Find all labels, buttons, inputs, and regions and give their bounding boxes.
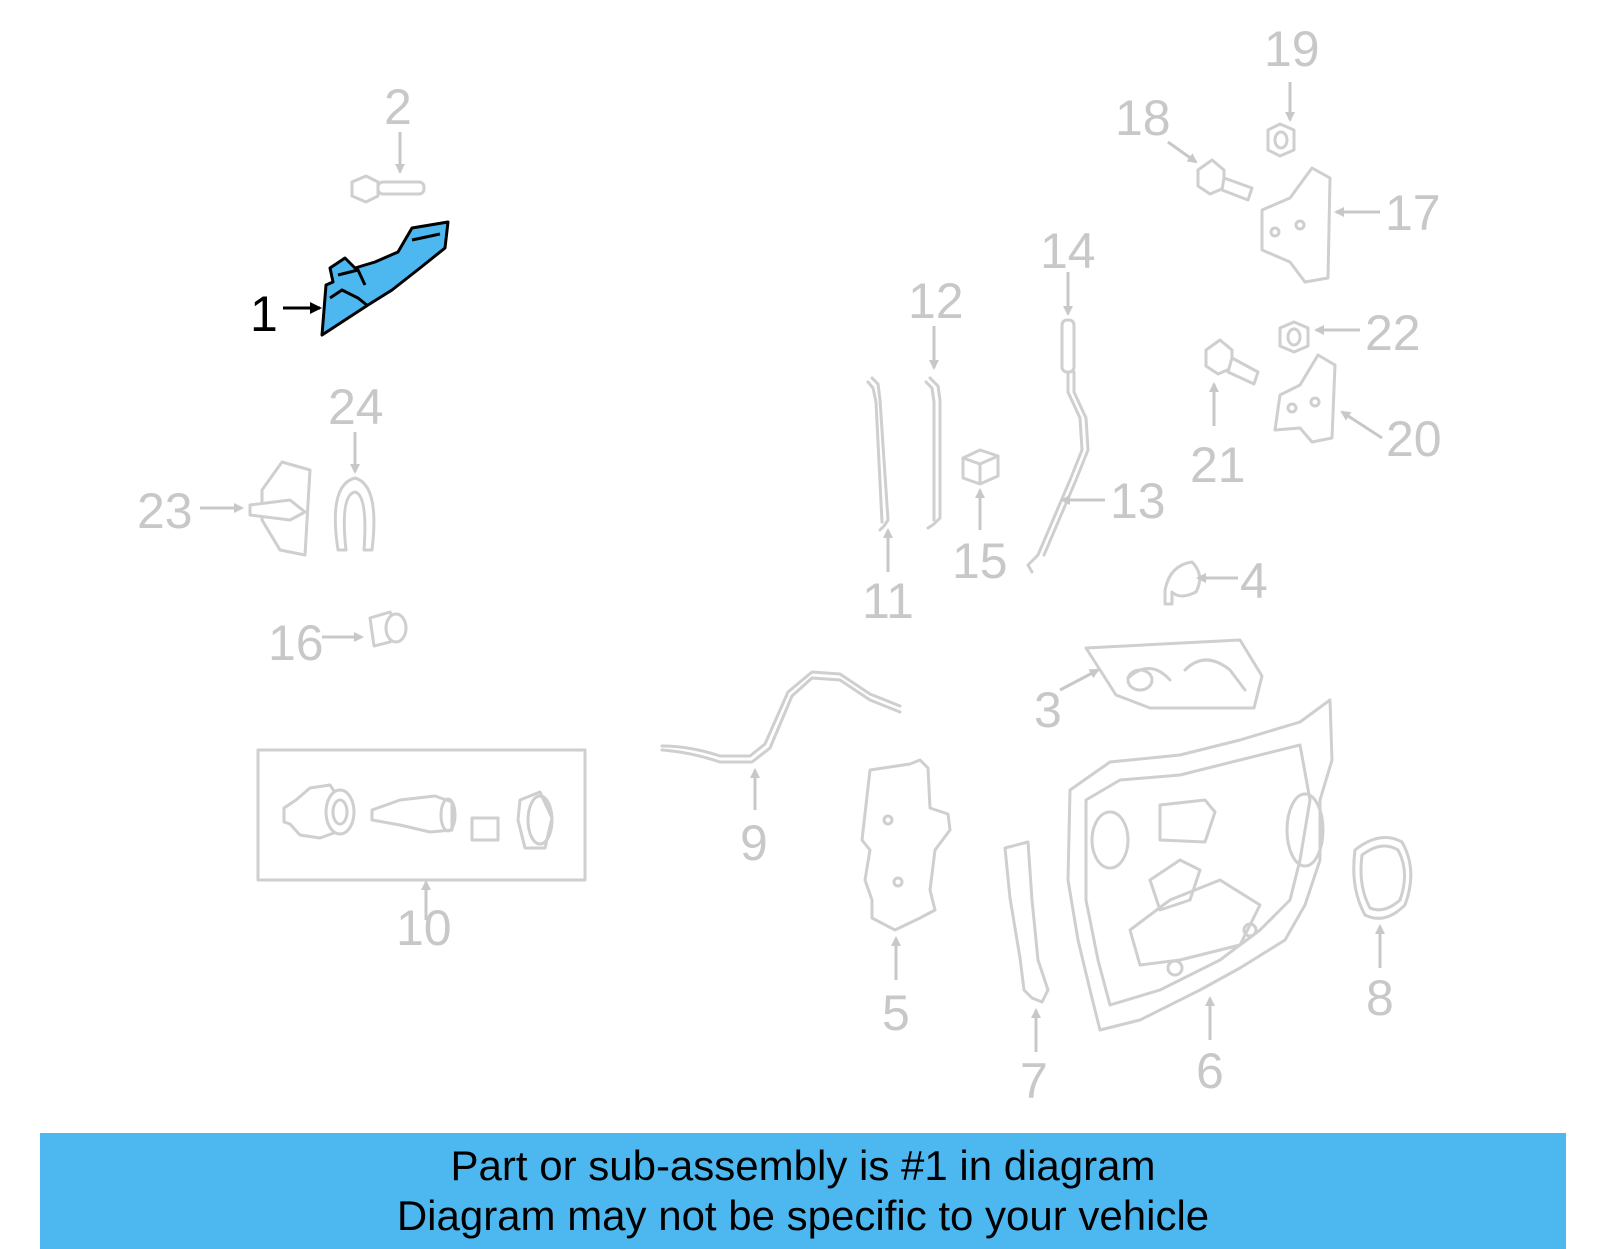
part-19-nut — [1266, 122, 1296, 158]
callout-20-label[interactable]: 20 — [1386, 411, 1442, 467]
callout-1-label[interactable]: 1 — [250, 286, 278, 342]
part-20-hinge — [1273, 353, 1337, 444]
part-10-lock-cylinder-kit — [256, 748, 587, 882]
part-12-rod — [924, 376, 942, 530]
callout-3-label[interactable]: 3 — [1034, 682, 1062, 738]
part-23-striker — [248, 460, 312, 557]
callout-18-arrow — [1167, 140, 1198, 164]
part-11-rod — [866, 376, 890, 532]
callout-11-label[interactable]: 11 — [862, 573, 914, 629]
callout-15-label[interactable]: 15 — [952, 533, 1008, 589]
callout-14-label[interactable]: 14 — [1040, 223, 1096, 279]
part-15-clip — [961, 448, 1000, 486]
callout-13-label[interactable]: 13 — [1110, 473, 1166, 529]
callout-10-label[interactable]: 10 — [396, 900, 452, 956]
part-8-cover — [1352, 836, 1413, 920]
callout-2-label[interactable]: 2 — [384, 79, 412, 135]
part-14-rod-end — [1060, 318, 1076, 374]
part-22-nut — [1278, 320, 1310, 354]
callout-3-arrow — [1059, 668, 1100, 692]
callout-22-label[interactable]: 22 — [1365, 305, 1421, 361]
part-24-clip — [333, 476, 376, 552]
callout-4-label[interactable]: 4 — [1240, 553, 1268, 609]
callout-9-label[interactable]: 9 — [740, 815, 768, 871]
part-2-bolt — [350, 174, 426, 204]
info-banner: Part or sub-assembly is #1 in diagram Di… — [40, 1133, 1566, 1249]
part-4-bumper — [1163, 560, 1202, 606]
part-9-cable — [660, 670, 902, 764]
part-1-door-handle[interactable] — [320, 220, 450, 337]
callout-21-label[interactable]: 21 — [1190, 437, 1246, 493]
callout-7-label[interactable]: 7 — [1020, 1053, 1048, 1109]
part-16-bumper — [368, 610, 408, 648]
callout-19-label[interactable]: 19 — [1264, 21, 1320, 77]
callout-6-label[interactable]: 6 — [1196, 1043, 1224, 1099]
banner-line-2: Diagram may not be specific to your vehi… — [396, 1192, 1210, 1239]
callout-18-label[interactable]: 18 — [1115, 90, 1171, 146]
callout-23-label[interactable]: 23 — [137, 483, 193, 539]
callout-20-arrow — [1340, 410, 1383, 440]
part-13-rod — [1026, 370, 1090, 574]
part-3-inside-handle — [1084, 638, 1264, 710]
part-6-door-panel — [1066, 698, 1334, 1032]
part-21-bolt — [1204, 338, 1260, 386]
callout-24-label[interactable]: 24 — [328, 379, 384, 435]
part-5-latch — [860, 758, 952, 932]
part-17-hinge — [1260, 166, 1332, 284]
part-7-seal — [1003, 840, 1050, 1004]
banner-line-1: Part or sub-assembly is #1 in diagram — [450, 1142, 1156, 1189]
callout-12-label[interactable]: 12 — [908, 273, 964, 329]
callout-5-label[interactable]: 5 — [882, 985, 910, 1041]
callout-16-label[interactable]: 16 — [268, 615, 324, 671]
callout-8-label[interactable]: 8 — [1366, 970, 1394, 1026]
part-18-bolt — [1196, 158, 1254, 202]
callout-17-label[interactable]: 17 — [1385, 185, 1441, 241]
